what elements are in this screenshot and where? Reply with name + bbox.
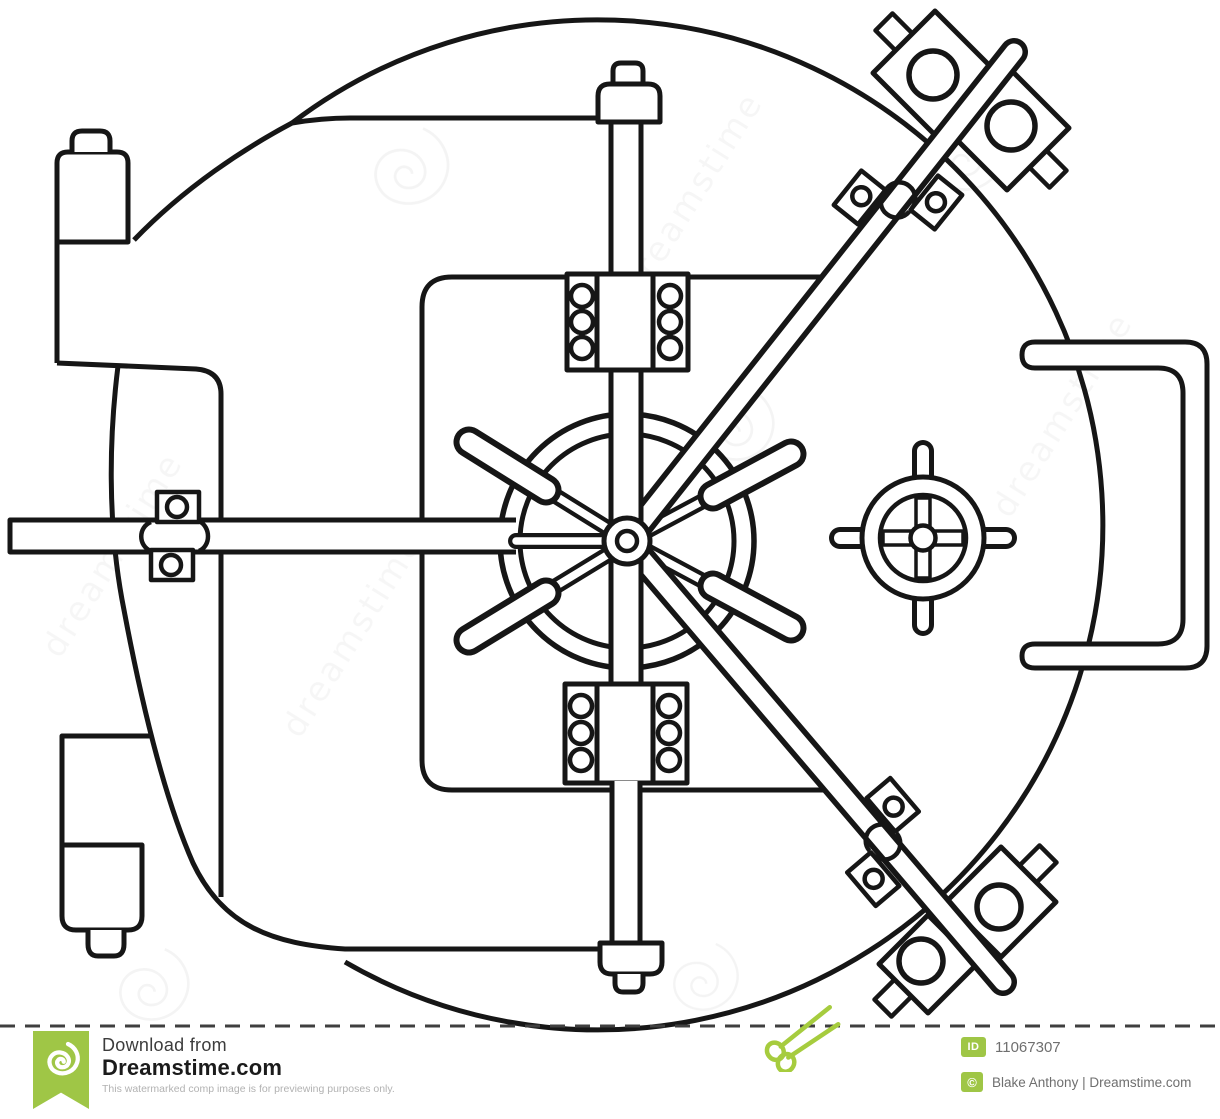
- id-badge: ID: [961, 1037, 986, 1057]
- vault-door-circle: [290, 17, 1106, 1033]
- bottom-hinge-barrel: [59, 842, 145, 933]
- combination-dial: [829, 440, 1017, 636]
- dreamstime-brand-label[interactable]: Dreamstime.com: [102, 1055, 283, 1080]
- bottom-bolt-bracket: [562, 681, 690, 786]
- top-hinge-cap: [69, 128, 113, 152]
- rod-clamp-bottom: [844, 775, 922, 909]
- top-bolt-bracket: [564, 271, 691, 373]
- author-credit-row: © Blake Anthony | Dreamstime.com: [961, 1072, 1191, 1092]
- wheel-hub: [601, 515, 653, 567]
- download-from-label: Download from: [102, 1035, 227, 1055]
- door-frame-left: [54, 115, 601, 959]
- image-id-value: 11067307: [995, 1038, 1061, 1056]
- watermark-disclaimer: This watermarked comp image is for previ…: [102, 1083, 395, 1095]
- door-edge: [56, 360, 224, 897]
- watermark-text: dreamstime: [274, 525, 432, 745]
- bottom-hinge-cap: [85, 930, 127, 959]
- door-handle: [1019, 339, 1210, 671]
- spindle-bottom: [597, 781, 665, 995]
- image-id-row: ID 11067307: [961, 1037, 1061, 1057]
- author-credit[interactable]: Blake Anthony | Dreamstime.com: [992, 1074, 1192, 1090]
- wheel-hub-hole: [614, 528, 640, 554]
- bar-clamp: [139, 489, 211, 583]
- locking-rods: [613, 38, 1028, 996]
- rod-clamp-top: [831, 168, 965, 232]
- copyright-badge: ©: [961, 1072, 983, 1092]
- locking-bar-left: [7, 517, 516, 555]
- wheel-spokes: [453, 426, 807, 656]
- top-hinge-barrel: [54, 149, 131, 245]
- scissors-icon: [764, 1005, 841, 1072]
- dreamstime-spiral-logo-icon: [33, 1031, 89, 1093]
- watermark-text: dreamstime: [984, 305, 1142, 525]
